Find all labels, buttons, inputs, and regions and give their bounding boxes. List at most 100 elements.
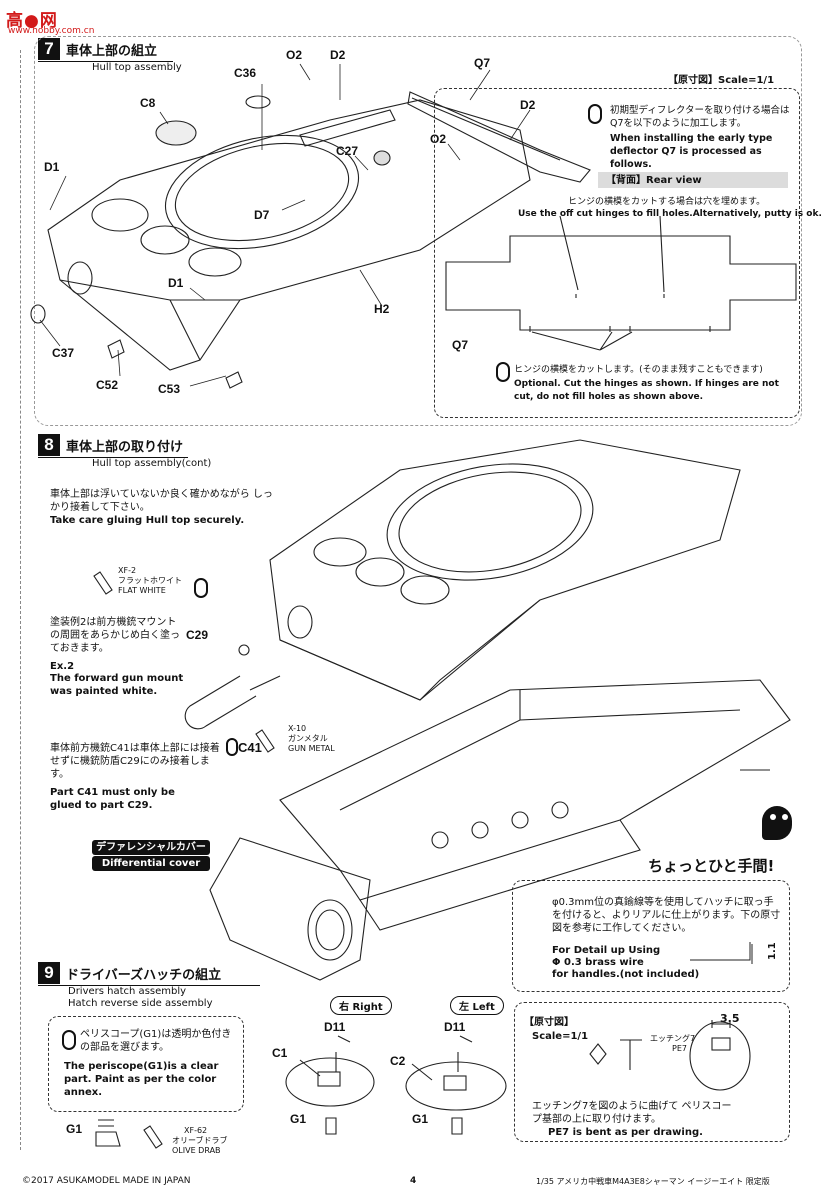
differential-cover-drawing xyxy=(209,837,371,981)
etch-note-en: PE7 is bent as per drawing. xyxy=(548,1127,703,1138)
paint-xf2-code: XF-2 xyxy=(118,566,137,575)
footer-page-number: 4 xyxy=(410,1176,417,1186)
step7-scale-label: 【原寸図】Scale=1/1 xyxy=(668,75,775,86)
optional-note-jp: ヒンジの横模をカットします。(そのまま残すこともできます) xyxy=(514,365,763,375)
part-label-d1-lower: D1 xyxy=(168,276,184,290)
part-label-c8: C8 xyxy=(140,96,156,110)
step7-info-box xyxy=(434,88,800,418)
part-label-c53: C53 xyxy=(158,382,181,396)
etch-scale-value: Scale=1/1 xyxy=(532,1031,589,1042)
q7-rear-view-drawing xyxy=(445,215,797,351)
tip-body-en-2: Φ 0.3 brass wire xyxy=(552,957,644,968)
watermark-logo: 高●网 xyxy=(6,11,58,31)
step7-rule xyxy=(38,61,173,62)
tip-title: ちょっとひと手間! xyxy=(648,857,775,875)
part-label-h2: H2 xyxy=(374,302,390,316)
part-label-q7: Q7 xyxy=(474,56,491,70)
deflector-note-jp: 初期型ディフレクターを取り付ける場合は Q7を以下のように加工します。 xyxy=(610,105,790,129)
binding-line xyxy=(20,50,21,1150)
etch-pe7-drawing xyxy=(589,1020,751,1091)
part-label-c36: C36 xyxy=(234,66,257,80)
step8-title-en: Hull top assembly(cont) xyxy=(92,458,212,469)
paint-xf2-jp: フラットホワイト xyxy=(118,576,182,585)
c41-note-jp: 車体前方機銃C41は車体上部には接着せずに機銃防盾C29にのみ接着します。 xyxy=(50,743,220,780)
etch-label-jp: エッチング7 xyxy=(650,1034,696,1043)
periscope-caution-icon xyxy=(62,1030,76,1050)
differential-cover-label-jp: デファレンシャルカバー xyxy=(92,840,210,855)
step7-title-jp: 車体上部の組立 xyxy=(66,44,158,59)
periscope-note-en: The periscope(G1)is a clear part. Paint … xyxy=(64,1061,219,1098)
mascot-eye-icon xyxy=(782,814,788,820)
rear-view-bar xyxy=(598,172,788,188)
hinge-note-en: Use the off cut hinges to fill holes.Alt… xyxy=(518,209,822,219)
step9-title-en-2: Hatch reverse side assembly xyxy=(68,998,213,1009)
etch-dimension: 3.5 xyxy=(720,1012,740,1025)
part-label-q7-drawing: Q7 xyxy=(452,338,469,352)
part-label-c29: C29 xyxy=(186,628,209,642)
ex2-note-jp: 塗装例2は前方機銃マウントの周囲をあらかじめ白く塗っておきます。 xyxy=(50,617,180,654)
part-label-d2-rear: D2 xyxy=(520,98,536,112)
left-hatch-c2-drawing xyxy=(405,1035,507,1135)
part-label-g1-left: G1 xyxy=(412,1112,429,1126)
paint-x10-jp: ガンメタル xyxy=(288,734,328,743)
step7-frame xyxy=(34,36,802,426)
watermark-url: www.hobby.com.cn xyxy=(8,26,95,36)
tip-body-jp: φ0.3mm位の真鍮線等を使用してハッチに取っ手を付けると、よりリアルに仕上がり… xyxy=(552,897,781,934)
rear-view-label: 【背面】Rear view xyxy=(606,175,702,186)
part-label-c2: C2 xyxy=(390,1054,406,1068)
deflector-q7-drawing xyxy=(407,91,591,183)
paint-xf62-code: XF-62 xyxy=(184,1126,208,1135)
part-label-c27: C27 xyxy=(336,144,359,158)
paint-brush-icon xyxy=(93,571,113,595)
paint-brush-icon xyxy=(143,1125,163,1149)
optional-note-en: Optional. Cut the hinges as shown. If hi… xyxy=(514,379,779,402)
right-hatch-label: 右 Right xyxy=(330,996,392,1015)
differential-cover-label-en: Differential cover xyxy=(92,856,210,871)
step8-rule xyxy=(38,457,188,458)
part-label-d7: D7 xyxy=(254,208,270,222)
left-hatch-label: 左 Left xyxy=(450,996,504,1015)
ex2-note-en: The forward gun mount was painted white. xyxy=(50,673,184,697)
right-hatch-c1-drawing xyxy=(285,1035,375,1135)
hinge-note-jp: ヒンジの横模をカットする場合は穴を埋めます。 xyxy=(568,197,766,207)
part-label-d2: D2 xyxy=(330,48,346,62)
lower-hull-drawing xyxy=(279,679,791,931)
machine-gun-c41-drawing xyxy=(184,644,281,730)
part-label-g1-right: G1 xyxy=(290,1112,307,1126)
part-label-o2: O2 xyxy=(286,48,303,62)
paint-xf2-en: FLAT WHITE xyxy=(118,586,166,595)
etch-part: PE7 xyxy=(672,1044,687,1053)
part-label-d11-left: D11 xyxy=(444,1020,466,1034)
part-label-c52: C52 xyxy=(96,378,119,392)
step7-title-en: Hull top assembly xyxy=(92,62,182,73)
paint-x10-code: X-10 xyxy=(288,724,307,733)
step8-title-jp: 車体上部の取り付け xyxy=(66,440,184,455)
part-label-c1: C1 xyxy=(272,1046,288,1060)
tip-box xyxy=(512,880,790,992)
part-label-g1: G1 xyxy=(66,1122,83,1136)
periscope-note-jp: ペリスコープ(G1)は透明か色付きの部品を選びます。 xyxy=(80,1029,232,1053)
paint-x10-en: GUN METAL xyxy=(288,744,335,753)
step9-rule xyxy=(38,985,260,986)
etch-scale-label: 【原寸図】 xyxy=(524,1017,574,1028)
footer-copyright: ©2017 ASUKAMODEL MADE IN JAPAN xyxy=(22,1176,191,1186)
part-label-c37: C37 xyxy=(52,346,75,360)
glue-note-en: Take care gluing Hull top securely. xyxy=(50,515,245,526)
deflector-note-en: When installing the early type deflector… xyxy=(610,133,773,170)
etch-info-box xyxy=(514,1002,790,1142)
step9-number: 9 xyxy=(38,962,60,984)
paint-brush-icon xyxy=(255,729,275,753)
optional-icon xyxy=(496,362,510,382)
mascot-icon xyxy=(762,806,792,840)
caution-icon xyxy=(588,104,602,124)
c41-note-en: Part C41 must only be glued to part C29. xyxy=(50,787,175,811)
part-label-d11-right: D11 xyxy=(324,1020,346,1034)
part-label-d1: D1 xyxy=(44,160,60,174)
part-label-c41: C41 xyxy=(238,740,262,755)
c41-caution-icon xyxy=(226,738,238,756)
step8-number: 8 xyxy=(38,434,60,456)
periscope-g1-drawing xyxy=(95,1119,121,1147)
step9-title-en-1: Drivers hatch assembly xyxy=(68,986,187,997)
step9-title-jp: ドライバーズハッチの組立 xyxy=(66,968,222,983)
